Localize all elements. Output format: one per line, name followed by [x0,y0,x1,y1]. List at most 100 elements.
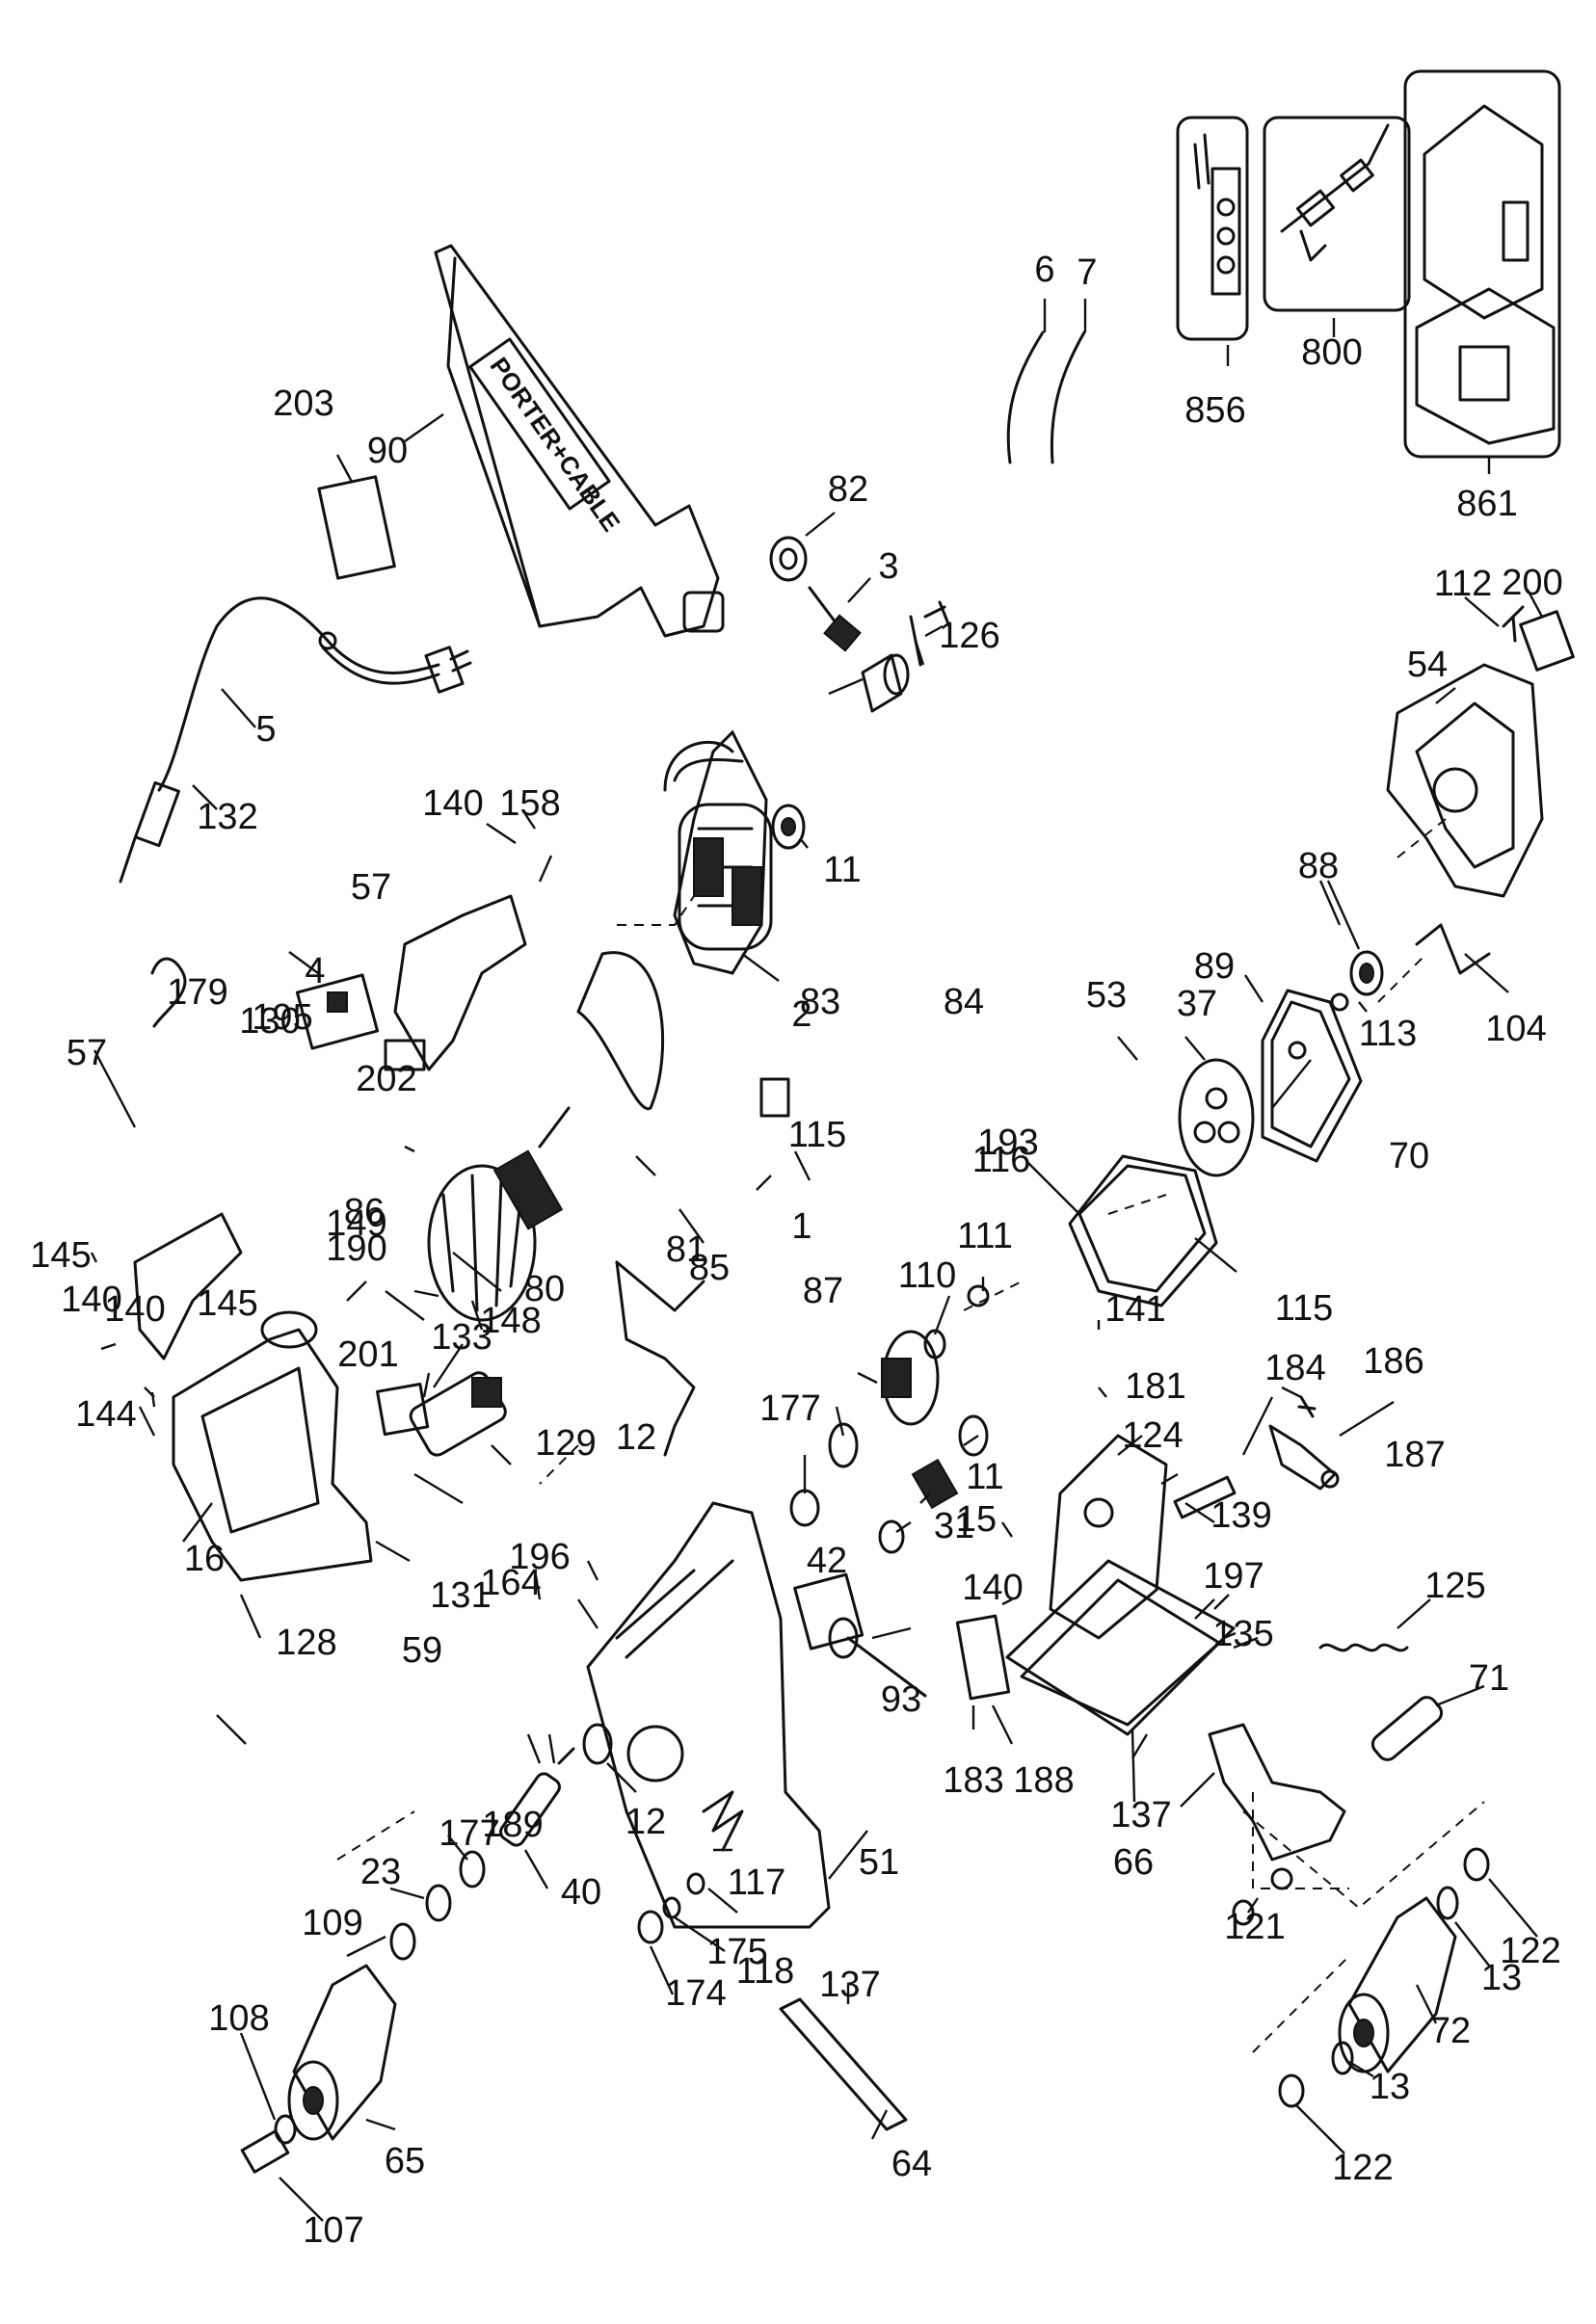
callout-197: 197 [1203,1556,1264,1597]
callout-87: 87 [803,1271,843,1311]
callout-181: 181 [1125,1366,1185,1407]
callout-117: 117 [728,1862,786,1903]
bolt-107 [240,2129,290,2174]
callout-115: 115 [1275,1288,1334,1329]
callout-89: 89 [1194,946,1235,987]
bearing-11-top [771,804,806,850]
callout-177: 177 [439,1813,499,1854]
callout-118: 118 [736,1951,795,1992]
gear-89 [1178,1058,1255,1177]
washer-122-lower [1278,2073,1305,2108]
callout-148: 148 [480,1301,541,1341]
label-201 [376,1383,430,1437]
callout-129: 129 [535,1423,596,1464]
callout-203: 203 [273,383,333,424]
callout-186: 186 [1363,1341,1423,1382]
motor-field-2 [663,729,773,975]
callout-5: 5 [255,709,276,750]
callout-37: 37 [1177,984,1217,1024]
callout-12: 12 [625,1802,666,1842]
callout-800: 800 [1301,332,1362,373]
callout-202: 202 [356,1059,416,1099]
callout-196: 196 [509,1537,570,1577]
callout-71: 71 [1469,1658,1509,1699]
shaft-40 [499,1747,575,1847]
drive-belt-37 [1261,989,1363,1163]
pinion-31 [911,1458,959,1510]
platen-124 [1049,1434,1168,1640]
callout-141: 141 [1104,1289,1165,1330]
callout-137: 137 [1110,1795,1171,1835]
bearing-12-upper [789,1489,820,1527]
label-203 [317,475,396,580]
carrying-case-861-box [1403,69,1561,459]
screw-93 [846,1636,927,1698]
callout-140: 140 [962,1568,1023,1608]
callout-115: 115 [788,1115,847,1155]
armature-1 [427,1106,571,1322]
callout-187: 187 [1384,1435,1445,1475]
callout-201: 201 [337,1334,398,1375]
callout-108: 108 [208,1998,269,2039]
washer-109 [389,1922,416,1961]
callout-140: 140 [61,1280,121,1320]
washer-122-upper [1463,1847,1490,1882]
callout-3: 3 [878,546,898,587]
callout-53: 53 [1086,975,1127,1016]
callout-174: 174 [665,1973,726,2014]
callout-193: 193 [977,1122,1038,1163]
callout-15: 15 [956,1499,997,1540]
switch-housing-57-upper [384,894,527,1071]
callout-175: 175 [706,1932,767,1972]
spring-117 [702,1790,744,1852]
callout-2: 2 [791,994,811,1035]
callout-81: 81 [666,1229,706,1270]
callout-107: 107 [303,2210,363,2251]
callout-130: 130 [239,1001,300,1042]
callout-121: 121 [1224,1907,1285,1947]
callout-145: 145 [197,1283,257,1324]
callout-140: 140 [422,783,483,824]
dust-bag: PORTER+CABLE [434,244,725,638]
callout-112: 112 [1434,564,1493,604]
callout-856: 856 [1184,390,1245,431]
washer-118 [662,1896,681,1919]
callout-145: 145 [30,1235,91,1276]
callout-80: 80 [524,1269,565,1309]
callout-109: 109 [302,1903,362,1943]
baffle-81 [576,951,665,1111]
callout-184: 184 [1264,1348,1325,1388]
callout-133: 133 [431,1317,492,1358]
callout-16: 16 [184,1539,225,1579]
callout-158: 158 [499,783,560,824]
callout-137: 137 [819,1965,880,2005]
callout-149: 149 [326,1203,386,1244]
bearing-13-lower [1331,2041,1354,2075]
callout-164: 164 [480,1563,541,1603]
callout-135: 135 [1212,1614,1273,1654]
washer-177-upper [828,1422,859,1468]
callout-861: 861 [1456,484,1517,524]
rear-roller-65 [287,1964,397,2141]
bearing-11-mid [958,1414,989,1457]
callout-12: 12 [616,1417,656,1458]
callout-125: 125 [1424,1566,1485,1606]
washer-23 [425,1884,452,1922]
callout-113: 113 [1359,1014,1418,1054]
callout-1: 1 [791,1206,811,1247]
bar-184 [1173,1475,1237,1519]
clip-121 [1232,1899,1255,1926]
callout-70: 70 [1389,1136,1429,1176]
callout-188: 188 [1013,1760,1074,1801]
bar-64 [779,1997,908,2131]
alignment-lines [336,818,1485,2053]
accessory-800-box [1263,116,1411,312]
plate-188 [955,1614,1011,1701]
callout-11: 11 [966,1457,1003,1497]
callout-110: 110 [898,1255,957,1296]
callout-6: 6 [1034,250,1054,290]
brush-spring-7 [1050,330,1086,464]
screw-112 [1502,605,1525,643]
gear-87 [881,1330,940,1426]
